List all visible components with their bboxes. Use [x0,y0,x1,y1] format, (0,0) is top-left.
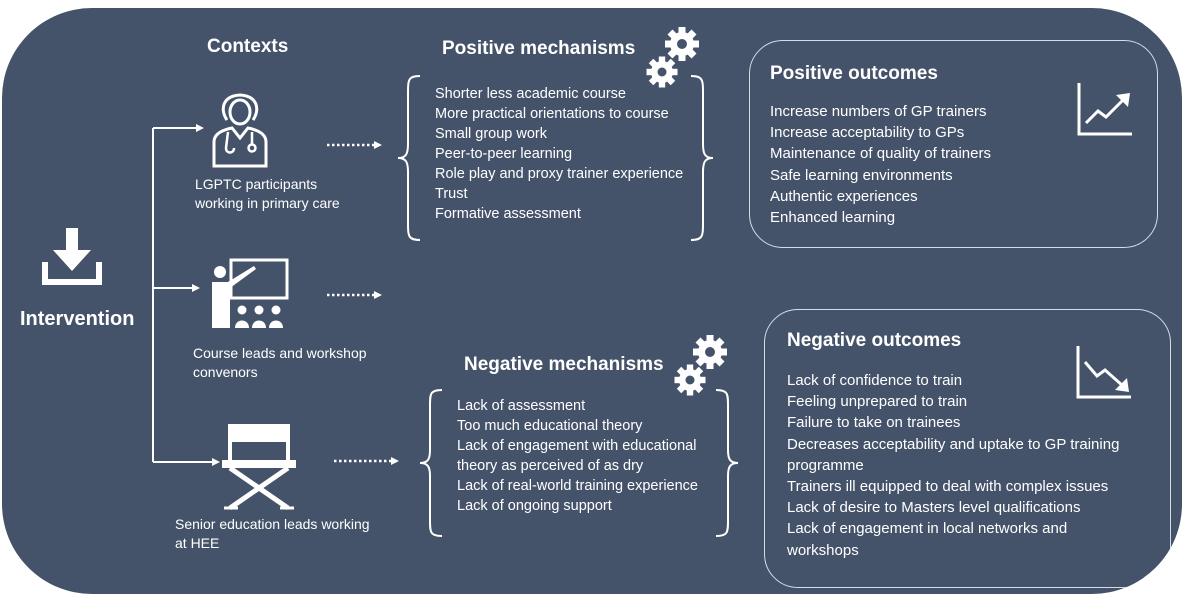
trend-down-chart-icon [1076,346,1131,399]
download-icon [42,228,102,285]
diagram-panel: Intervention Contexts LGPTC participants… [2,8,1182,594]
gears-icon [646,27,699,88]
positive-mechanisms-heading: Positive mechanisms [442,38,636,59]
list-item: Lack of assessment [457,398,586,414]
list-item: Too much educational theory [457,418,643,434]
list-item: Enhanced learning [770,209,896,227]
list-item: Safe learning environments [770,166,953,184]
list-item: Lack of confidence to train [787,372,963,389]
positive-outcomes-box: Positive outcomes Increase numbers of GP… [749,40,1158,248]
list-item: Role play and proxy trainer experience [435,166,684,182]
list-item: Increase numbers of GP trainers [770,103,987,120]
list-item: Feeling unprepared to train [787,393,968,411]
list-item: Lack of engagement with educational [457,438,697,454]
directors-chair-icon [222,424,296,511]
connector-lines [152,124,399,466]
list-item: Trainers ill equipped to deal with compl… [787,478,1109,496]
negative-outcomes-heading: Negative outcomes [787,330,962,351]
teacher-icon [212,258,289,328]
positive-outcomes-list: Increase numbers of GP trainers Increase… [770,101,1157,228]
context-caption-senior-leads: Senior education leads working at HEE [175,516,370,551]
list-item: Increase acceptability to GPs [770,124,965,142]
list-item: Small group work [435,126,548,142]
list-item: Formative assessment [435,206,581,222]
list-item: Lack of desire to Masters level qualific… [787,499,1081,517]
list-item: theory as perceived of as dry [457,458,644,474]
list-item: Decreases acceptability and uptake to GP… [787,435,1120,453]
doctor-icon [212,93,268,168]
context-caption-course-leads: Course leads and workshop convenors [193,345,367,380]
negative-mechanisms-heading: Negative mechanisms [464,354,664,375]
list-item: Shorter less academic course [435,86,626,102]
left-brace [397,75,421,241]
trend-up-chart-icon [1077,83,1132,136]
intervention-label: Intervention [20,308,135,330]
positive-mechanisms-list: Shorter less academic course More practi… [435,84,683,224]
list-item: Peer-to-peer learning [435,146,573,162]
left-brace [419,389,443,537]
list-item: Maintenance of quality of trainers [770,145,991,163]
negative-mechanisms-list: Lack of assessment Too much educational … [457,396,698,516]
negative-outcomes-box: Negative outcomes Lack of confidence to … [764,309,1171,588]
positive-outcomes-heading: Positive outcomes [770,63,938,84]
contexts-heading: Contexts [207,36,289,57]
negative-outcomes-list: Lack of confidence to train Feeling unpr… [787,370,1170,561]
right-brace [690,75,714,241]
context-caption-participants: LGPTC participants working in primary ca… [195,176,340,211]
gears-icon [674,335,727,396]
list-item: More practical orientations to course [435,106,669,122]
list-item: workshops [787,541,859,559]
list-item: Lack of engagement in local networks and [787,520,1068,538]
list-item: programme [787,456,864,474]
list-item: Authentic experiences [770,187,918,205]
list-item: Trust [435,186,468,202]
list-item: Lack of real-world training experience [457,478,698,494]
list-item: Lack of ongoing support [457,498,612,514]
list-item: Failure to take on trainees [787,414,961,432]
right-brace [715,389,739,537]
